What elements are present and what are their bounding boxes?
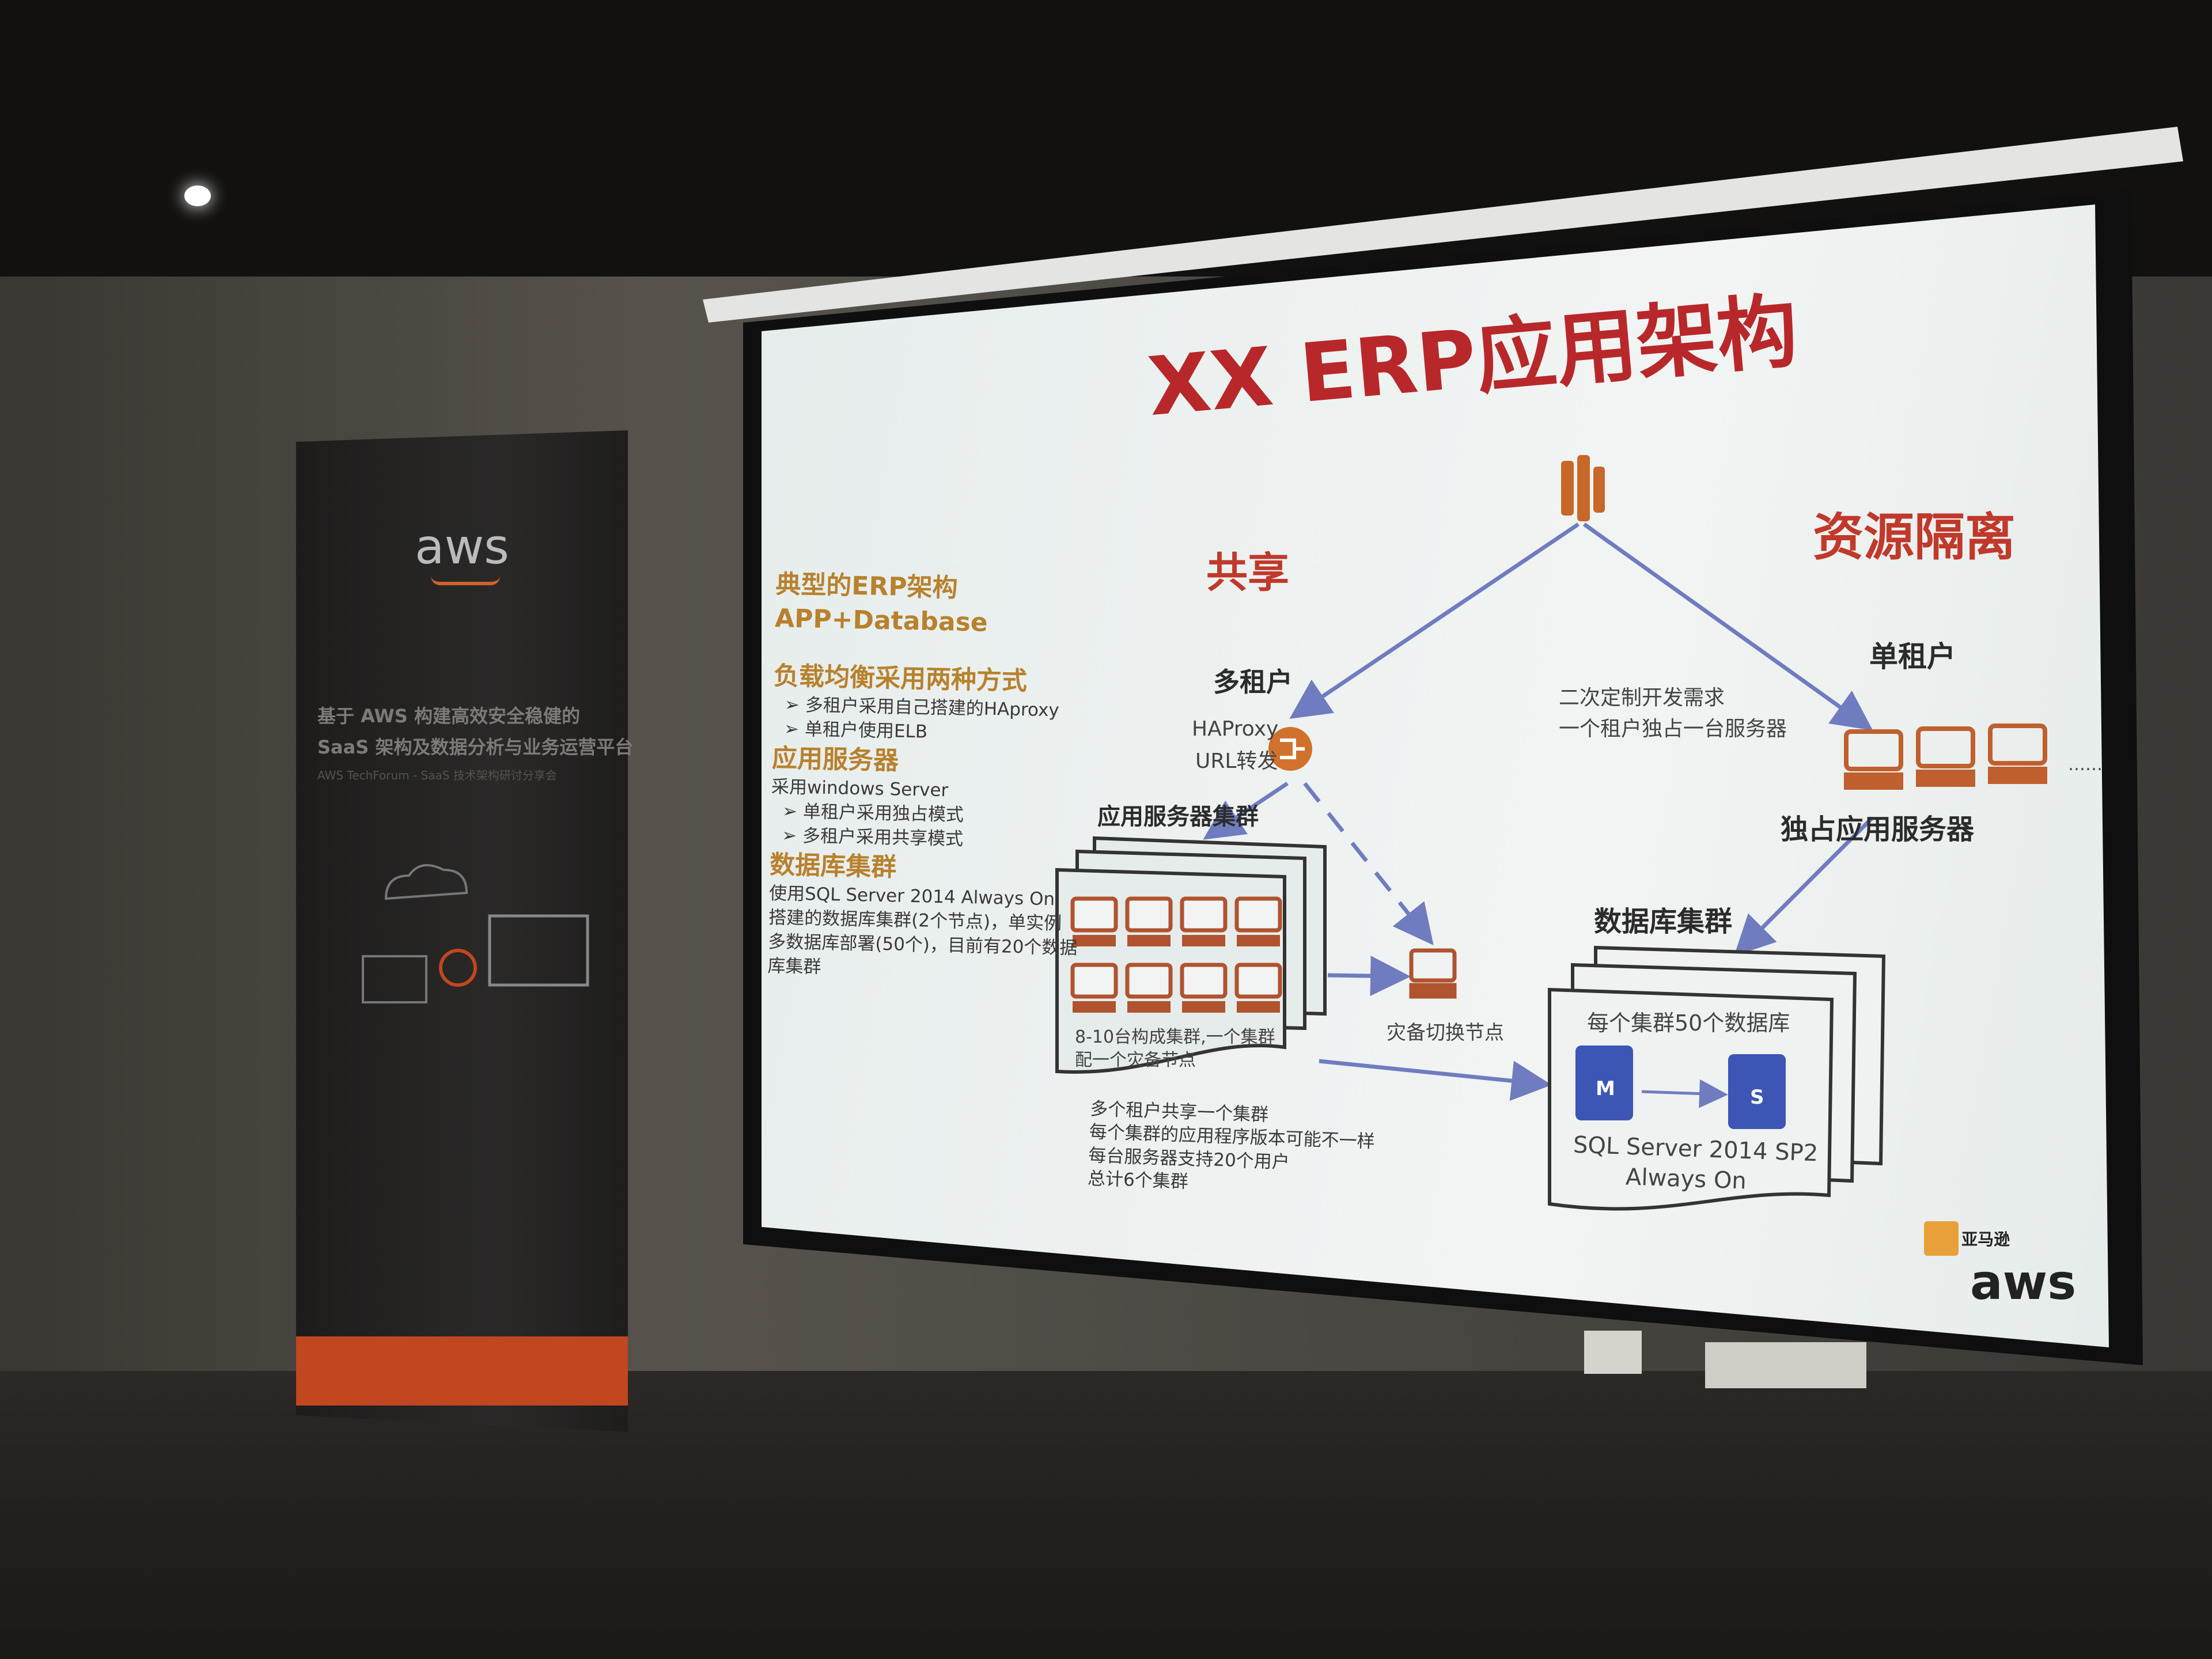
- logo-en: aws: [1970, 1254, 2077, 1310]
- banner-line2: SaaS 架构及数据分析与业务运营平台: [317, 736, 634, 758]
- banner-line3: AWS TechForum - SaaS 技术架构研讨分享会: [317, 768, 557, 782]
- haproxy-icon: [1268, 727, 1312, 771]
- server-icon: [1125, 963, 1173, 1013]
- failover-node-label: 灾备切换节点: [1387, 1021, 1504, 1044]
- ellipsis: ……: [2068, 755, 2103, 775]
- server-icon: [1070, 963, 1118, 1013]
- load-balancer-icon: [1561, 455, 1605, 521]
- heading: 负载均衡采用两种方式: [773, 661, 1028, 696]
- logo-cn: 亚马逊: [1961, 1230, 2010, 1249]
- server-icon: [1234, 896, 1282, 946]
- aws-banner: [296, 430, 628, 1432]
- server-icon: [1125, 896, 1173, 946]
- item-text: 多租户采用自己搭建的HAproxy: [805, 695, 1060, 721]
- arrow-to-app-cluster: [1203, 782, 1289, 840]
- single-tenant-label: 单租户: [1869, 640, 1956, 673]
- failover-server-icon: [1409, 948, 1457, 999]
- sql-server-label: Always On: [1625, 1164, 1747, 1195]
- server-icon: [1070, 896, 1118, 946]
- cluster-caption: 配一个灾备节点: [1075, 1050, 1196, 1070]
- multi-tenant-label: 多租户: [1213, 666, 1293, 698]
- banner-line1: 基于 AWS 构建高效安全稳健的: [317, 705, 580, 727]
- arrow-cluster-db: [1319, 1059, 1552, 1101]
- arrow-to-failover: [1303, 782, 1434, 945]
- wall-outlet: [1584, 1331, 1642, 1374]
- banner-orange-strip: [296, 1336, 628, 1406]
- aws-cubes-icon: [1924, 1221, 1959, 1256]
- arrow-to-haproxy: [1289, 522, 1580, 719]
- db-secondary-badge: S: [1750, 1086, 1764, 1109]
- item-text: 单租户采用独占模式: [802, 801, 964, 826]
- app-cluster-label: 应用服务器集群: [1097, 804, 1259, 830]
- heading: 典型的ERP架构: [775, 569, 959, 603]
- wall-outlet: [1705, 1342, 1866, 1388]
- arrow-to-dedicated: [1582, 522, 1873, 731]
- server-grid: [1070, 896, 1282, 1013]
- left-text-block: 典型的ERP架构 APP+Database 负载均衡采用两种方式 ➢ 多租户采用…: [767, 567, 1085, 985]
- custom-dev-text: 一个租户独占一台服务器: [1559, 717, 1787, 741]
- item-text: 单租户使用ELB: [804, 719, 928, 743]
- custom-dev-text: 二次定制开发需求: [1559, 686, 1725, 710]
- isolation-label: 资源隔离: [1813, 507, 2016, 567]
- dedicated-servers: [1844, 724, 2047, 790]
- dedicated-servers-label: 独占应用服务器: [1781, 813, 1975, 846]
- server-icon: [1180, 896, 1228, 946]
- heading: 应用服务器: [771, 743, 899, 776]
- heading: 数据库集群: [769, 850, 897, 882]
- item-text: 多租户采用共享模式: [802, 825, 964, 850]
- arrow-cluster-failover: [1327, 956, 1411, 997]
- url-forward-label: URL转发: [1195, 749, 1278, 773]
- db-primary-badge: M: [1596, 1077, 1615, 1100]
- bullet-icon: ➢: [781, 825, 797, 846]
- bullet-icon: ➢: [783, 718, 800, 740]
- server-icon: [1180, 963, 1228, 1013]
- aws-smile-icon: [431, 576, 500, 585]
- haproxy-label: HAProxy: [1192, 717, 1279, 741]
- cluster-caption: 8-10台构成集群,一个集群: [1075, 1027, 1275, 1047]
- banner-aws-logo: aws: [415, 518, 509, 575]
- aws-logo: 亚马逊 aws: [1924, 1221, 2076, 1306]
- heading: APP+Database: [774, 604, 988, 638]
- database-icons: [1575, 1046, 1786, 1129]
- db-cluster-label: 数据库集群: [1594, 906, 1733, 938]
- shared-label: 共享: [1206, 548, 1290, 597]
- bullet-icon: ➢: [782, 801, 798, 822]
- arrow-dedicated-db: [1734, 816, 1874, 956]
- bullet-icon: ➢: [784, 694, 800, 716]
- cluster-notes: 多个租户共享一个集群 每个集群的应用程序版本可能不一样 每台服务器支持20个用户…: [1087, 1097, 1376, 1200]
- db-per-cluster-label: 每个集群50个数据库: [1587, 1010, 1790, 1036]
- ceiling-light: [184, 185, 211, 206]
- banner-cloud-devices-illustration: [362, 864, 589, 1003]
- server-icon: [1234, 963, 1282, 1013]
